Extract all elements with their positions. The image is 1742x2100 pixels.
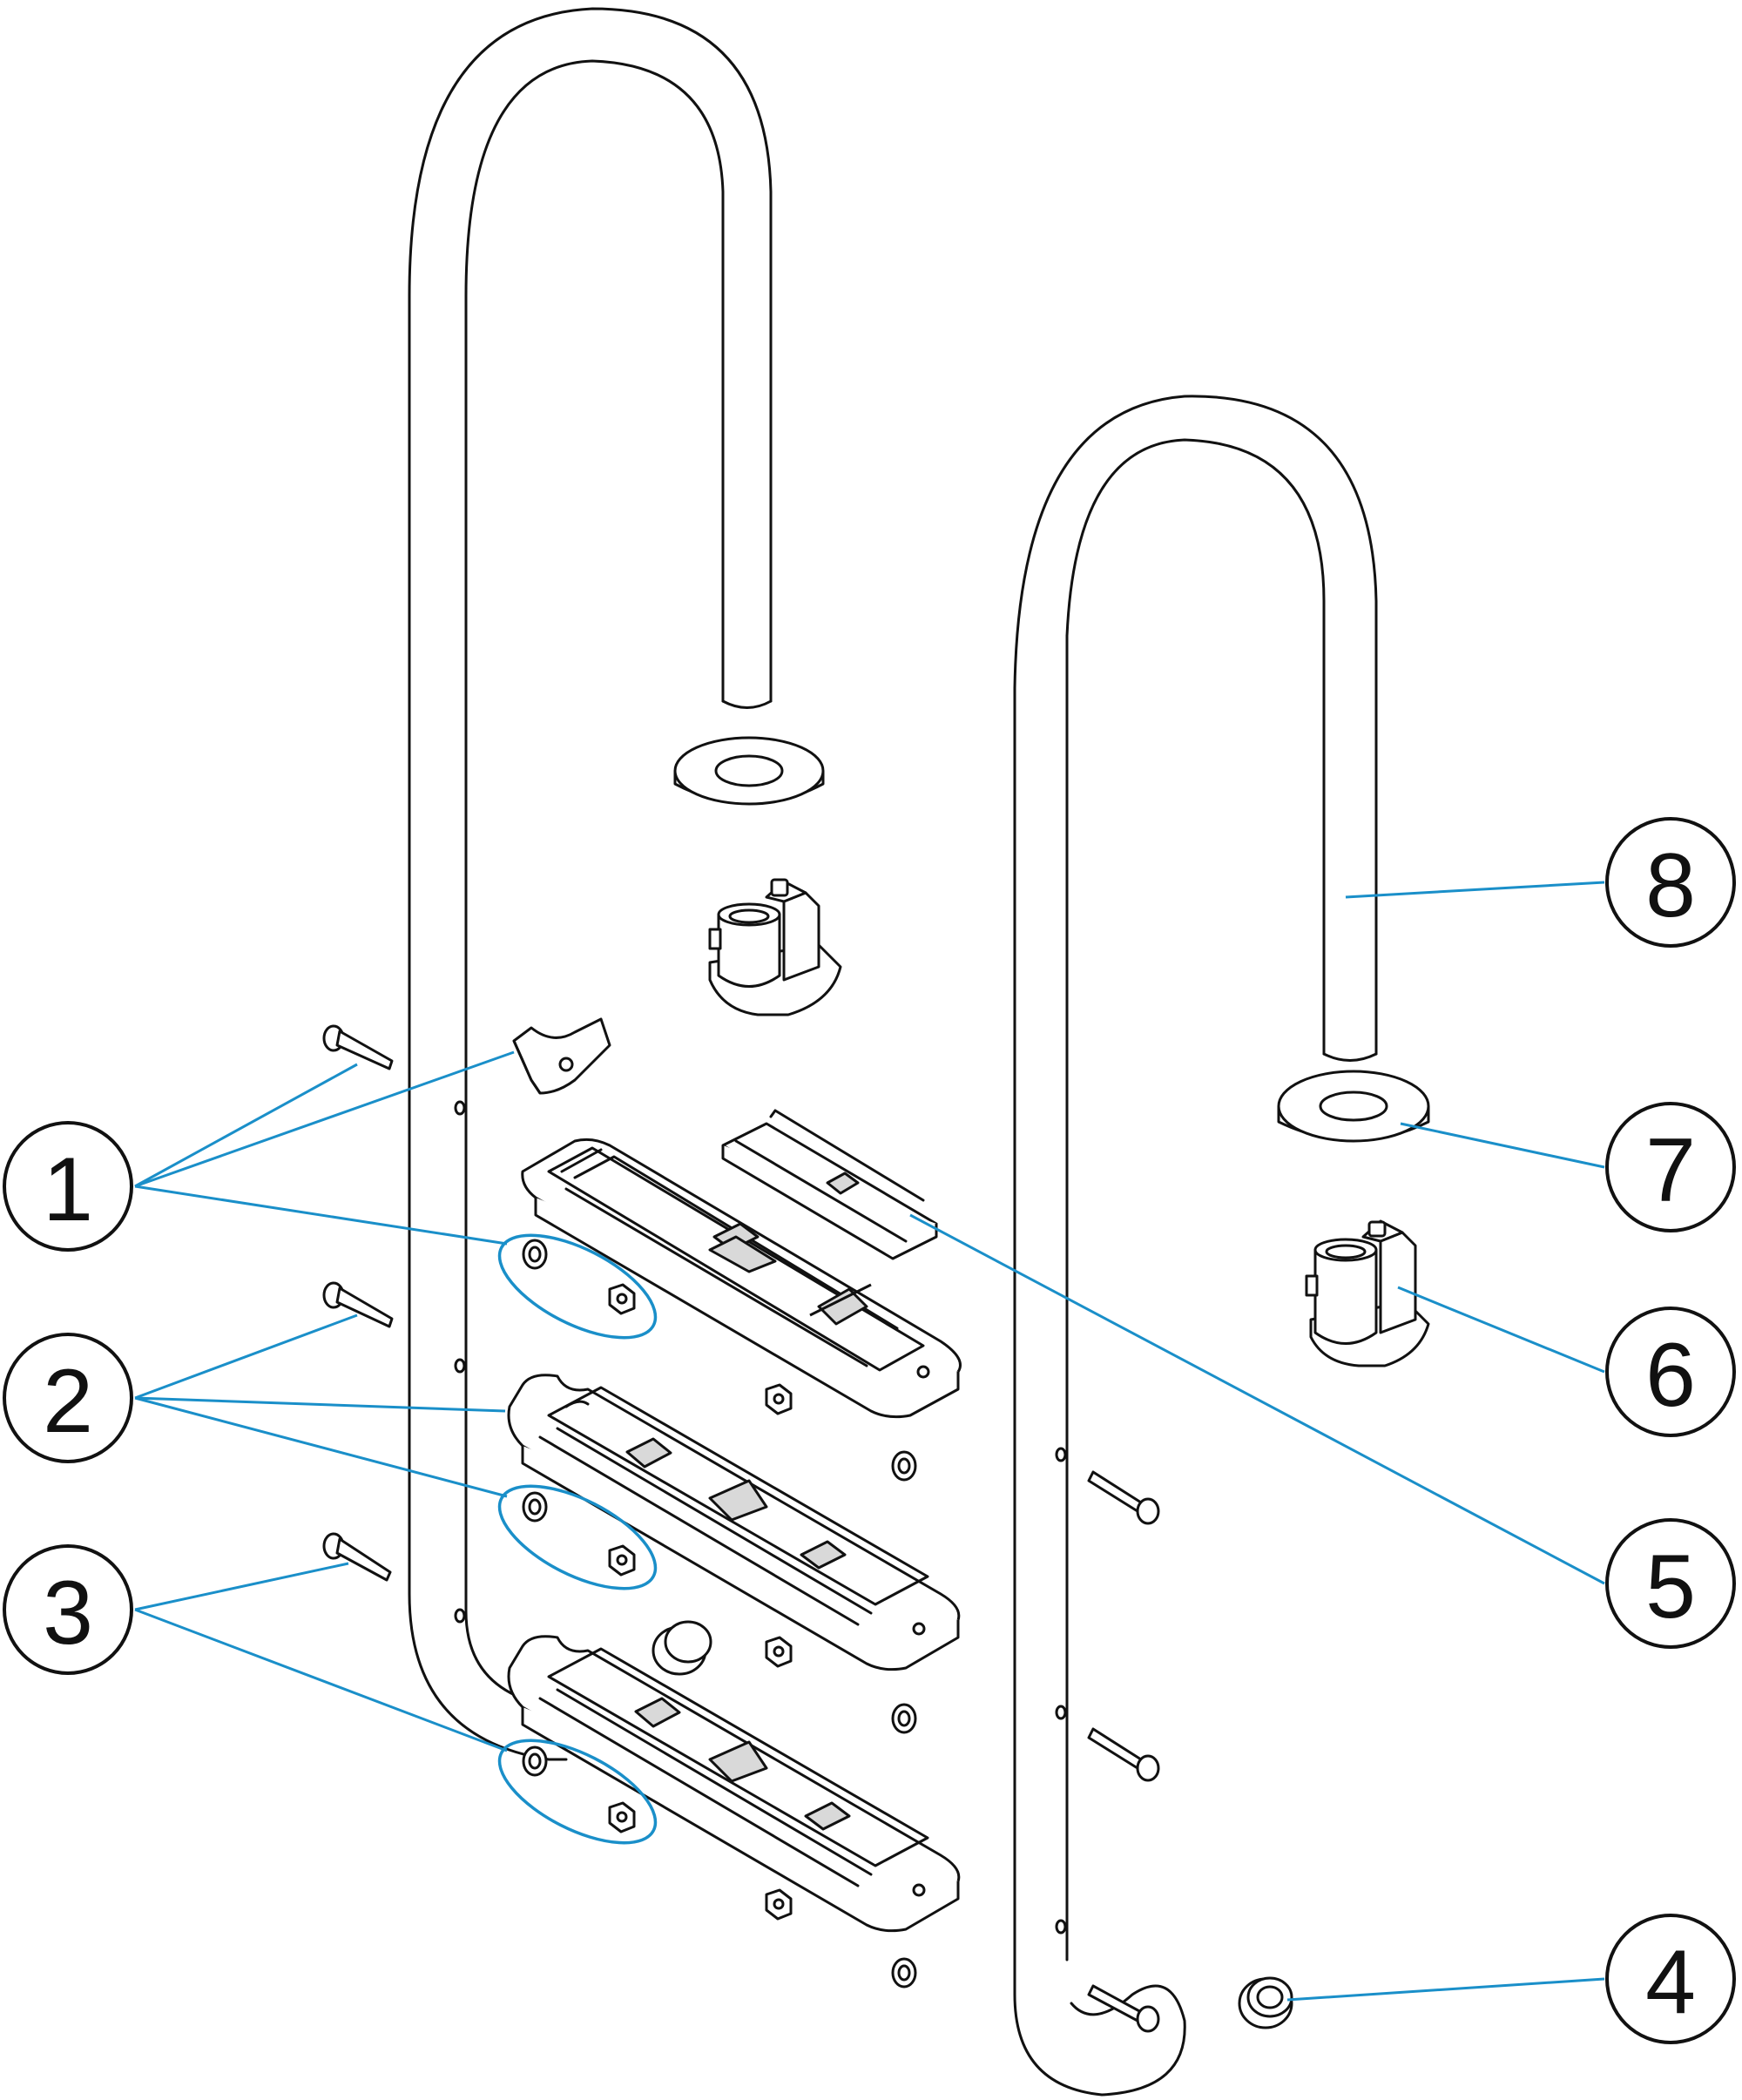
callout-7-label: 7	[1645, 1120, 1696, 1221]
bolt-1	[322, 1024, 394, 1070]
callout-6: 6	[1605, 1307, 1736, 1437]
right-anchor-socket	[1305, 1219, 1430, 1367]
tube-holes	[454, 1100, 1067, 1935]
end-cap-part-4	[1238, 1976, 1293, 2029]
right-escutcheon-washer	[1277, 1070, 1430, 1143]
washers-and-nuts	[522, 1239, 917, 1989]
bolt-r2	[1087, 1727, 1160, 1782]
bolt-r1	[1087, 1470, 1160, 1525]
callout-6-label: 6	[1645, 1325, 1696, 1426]
bolts-right	[1087, 1470, 1160, 2033]
callout-1: 1	[3, 1121, 133, 1252]
end-cap-middle	[652, 1620, 712, 1676]
callout-2-label: 2	[43, 1351, 93, 1452]
callout-5: 5	[1605, 1518, 1736, 1649]
callout-8-label: 8	[1645, 835, 1696, 936]
leader-lines	[134, 881, 1605, 2002]
callout-1-label: 1	[43, 1139, 93, 1240]
callout-2: 2	[3, 1333, 133, 1463]
step-tread-middle	[507, 1374, 961, 1671]
callout-3: 3	[3, 1544, 133, 1675]
bolt-r3	[1087, 1984, 1160, 2033]
callout-4: 4	[1605, 1914, 1736, 2044]
callout-7: 7	[1605, 1102, 1736, 1232]
callout-5-label: 5	[1645, 1536, 1696, 1637]
step-tread-bottom	[507, 1635, 961, 1933]
step-tread-top	[521, 1138, 962, 1419]
bolt-3	[322, 1532, 392, 1582]
callout-4-label: 4	[1645, 1932, 1696, 2033]
step-clip-part	[512, 1017, 611, 1095]
bolts-left	[322, 1024, 394, 1582]
callout-3-label: 3	[43, 1563, 93, 1664]
non-slip-insert	[721, 1109, 938, 1260]
left-escutcheon-washer	[673, 736, 825, 806]
bolt-2	[322, 1281, 394, 1328]
callout-8: 8	[1605, 817, 1736, 948]
left-anchor-socket	[708, 878, 842, 1016]
